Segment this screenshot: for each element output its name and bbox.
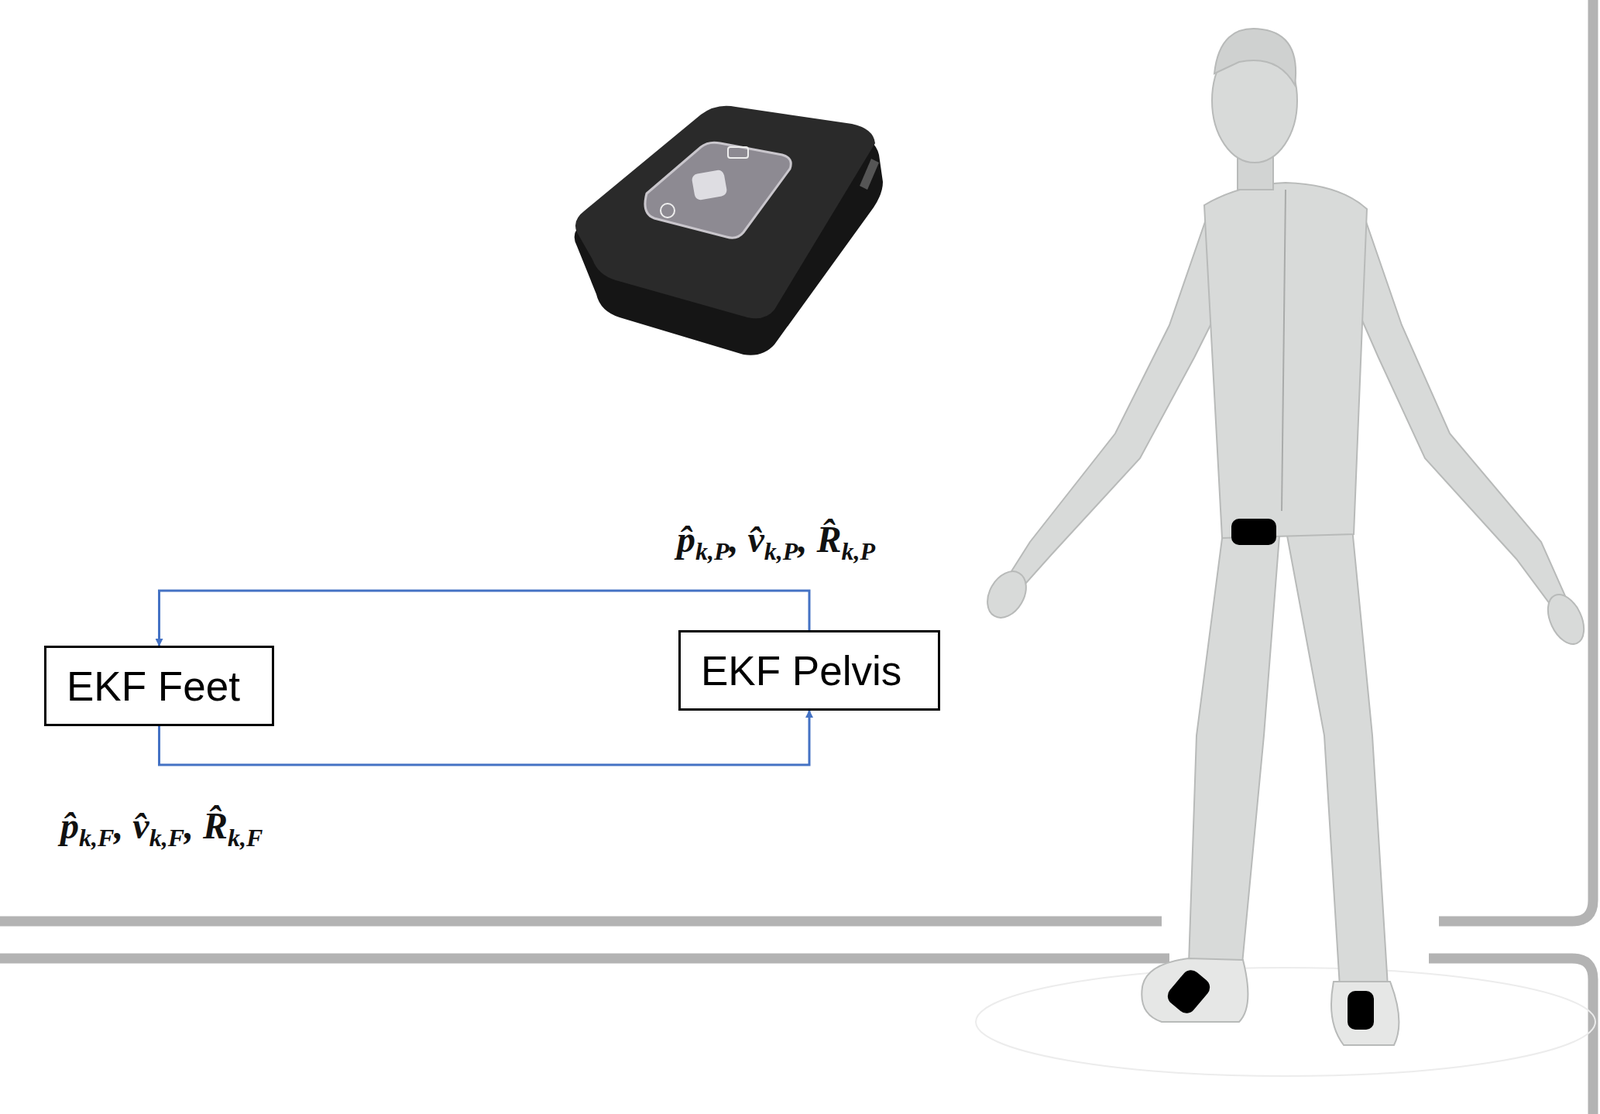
human-figure (979, 28, 1592, 1046)
sensor-marker (1163, 518, 1374, 1031)
process-box: EKF Pelvis (678, 630, 941, 711)
imu-device (574, 106, 883, 356)
state-estimate-label: p̂k,P, v̂k,P, R̂k,P (673, 514, 879, 570)
box-label: EKF Pelvis (680, 647, 922, 695)
box-label: EKF Feet (46, 662, 261, 711)
process-box: EKF Feet (44, 645, 275, 727)
state-estimate-label: p̂k,F, v̂k,F, R̂k,F (57, 800, 266, 857)
